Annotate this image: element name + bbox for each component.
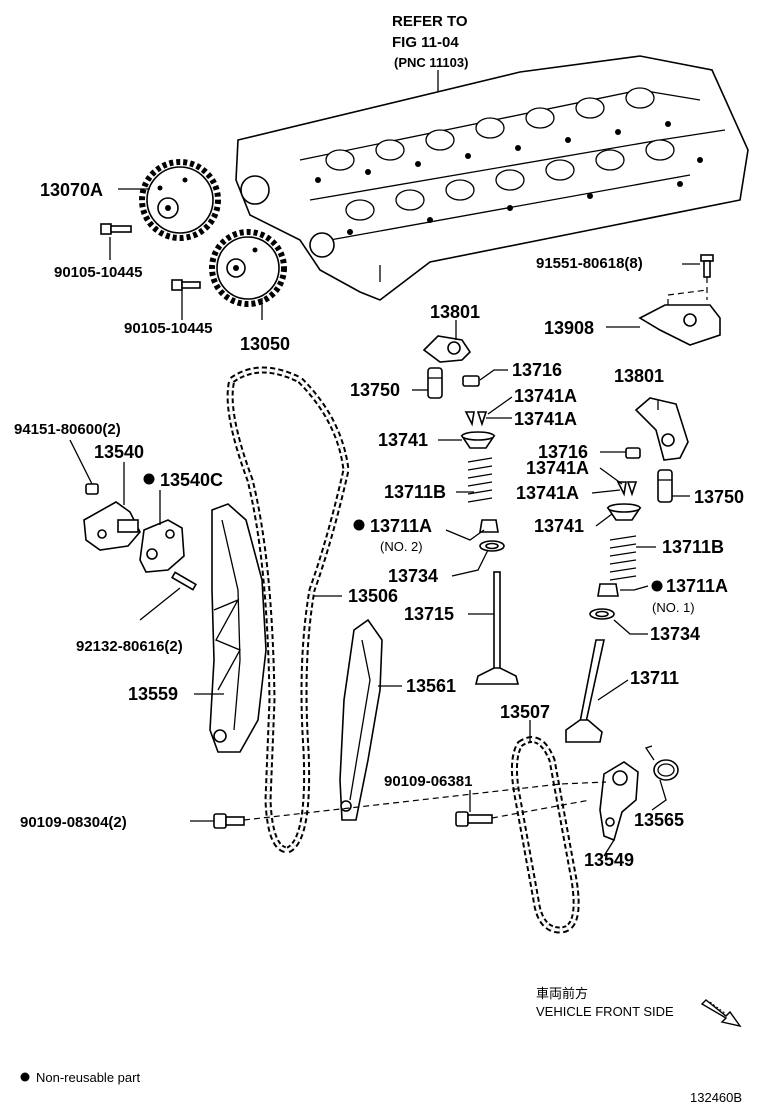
camshaft-timing-sprocket-13050 [209,229,287,307]
rocker-arm-13801-right [634,397,689,461]
label-13507: 13507 [500,702,550,722]
keeper-13741a-right [616,481,638,497]
non-reusable-legend-dot [20,1072,30,1082]
reference-line-1: REFER TO [392,13,468,30]
label-13540c: 13540C [160,470,223,490]
label-13908: 13908 [544,318,594,338]
bolt-90105-lower [171,279,201,291]
valve-spring-13711b-left [467,457,493,503]
label-13734-right: 13734 [650,624,700,644]
label-90105-upper: 90105-10445 [54,264,142,281]
reference-line-3: (PNC 11103) [394,55,468,70]
label-13711b-right: 13711B [662,537,724,557]
leader-lines [69,188,700,857]
valve-spring-13711b-right [609,535,637,581]
bolt-90109-08304 [213,813,245,829]
bolt-90109-06381 [455,811,493,827]
label-13741a-left-2: 13741A [514,409,577,429]
legend-text: Non-reusable part [36,1070,140,1085]
valve-13715 [474,571,520,685]
label-13741-right: 13741 [534,516,584,536]
chain-tensioner-13540 [83,501,141,551]
label-13711a-no1: 13711A [666,576,728,596]
label-13734-left: 13734 [388,566,438,586]
timing-chain-13507 [511,736,580,934]
chain-guide-13561 [339,618,383,821]
label-13506: 13506 [348,586,398,606]
assembly-lines [243,781,607,821]
timing-chain-13506 [226,366,350,854]
label-13070a: 13070A [40,180,103,200]
lash-adjuster-13750-right [657,469,673,503]
label-13711b-left: 13711B [384,482,446,502]
rocker-arm-13801-left [422,335,472,363]
callout-labels: 13070A 90105-10445 90105-10445 13050 915… [14,180,744,870]
label-92132: 92132-80616(2) [76,638,183,655]
label-13716-right: 13716 [538,442,588,462]
label-13741a-right-1: 13741A [526,458,589,478]
bolt-90105-upper [100,223,132,235]
label-13750-right: 13750 [694,487,744,507]
reference-line-2: FIG 11-04 [392,34,459,51]
label-13741a-left-1: 13741A [514,386,577,406]
retainer-13741-left [460,431,496,449]
label-90105-lower: 90105-10445 [124,320,212,337]
vehicle-front-label-jp: 車両前方 [536,986,588,1001]
label-13750-left: 13750 [350,380,400,400]
stud-92132 [171,571,197,591]
valve-seal-13711a-left [479,519,499,533]
vehicle-front-label-en: VEHICLE FRONT SIDE [536,1004,674,1019]
vehicle-front-indicator: 車両前方 VEHICLE FRONT SIDE [536,986,742,1028]
label-13741a-right-2: 13741A [516,483,579,503]
label-13540: 13540 [94,442,144,462]
non-reusable-markers [143,473,663,592]
chain-slipper-guide-13559 [209,503,267,753]
camshaft-housing [235,55,749,301]
tensioner-arm-13549 [599,761,639,842]
valve-13711 [565,639,605,743]
label-90109-06381: 90109-06381 [384,773,472,790]
legend: Non-reusable part [20,1070,140,1085]
retainer-13741-right [606,503,642,521]
non-reusable-dot [353,519,365,531]
label-no1: (NO. 1) [652,600,695,615]
washer-13734-right [589,608,615,620]
label-13711: 13711 [630,668,679,688]
non-reusable-dot [651,580,663,592]
keeper-13741a-left [464,411,488,427]
label-13716-left: 13716 [512,360,562,380]
label-13561: 13561 [406,676,456,696]
bolt-91551 [700,254,714,300]
spring-13565 [644,745,679,781]
non-reusable-dot [143,473,155,485]
label-13559: 13559 [128,684,178,704]
figure-id: 132460B [690,1090,742,1105]
lash-adjuster-13750-left [427,367,443,399]
label-13549: 13549 [584,850,634,870]
label-13711a-no2: 13711A [370,516,432,536]
valve-seal-13711a-right [597,583,619,597]
label-13741-left: 13741 [378,430,428,450]
label-13801-right: 13801 [614,366,664,386]
label-90109-08304: 90109-08304(2) [20,814,127,831]
label-13715: 13715 [404,604,454,624]
label-91551: 91551-80618(8) [536,255,643,272]
reference-note: REFER TO FIG 11-04 (PNC 11103) [392,13,468,98]
bracket-13908 [638,289,721,346]
label-13050: 13050 [240,334,290,354]
gasket-13540c [139,519,185,573]
label-13801-left: 13801 [430,302,480,322]
washer-13734-left [479,540,505,552]
front-direction-arrow-icon [700,999,742,1028]
bolt-94151 [85,483,99,495]
camshaft-timing-gear-13070a [139,159,221,241]
shim-13716-left [462,375,480,387]
shim-13716-right [625,447,641,459]
label-no2: (NO. 2) [380,539,423,554]
label-13565: 13565 [634,810,684,830]
label-94151: 94151-80600(2) [14,421,121,438]
